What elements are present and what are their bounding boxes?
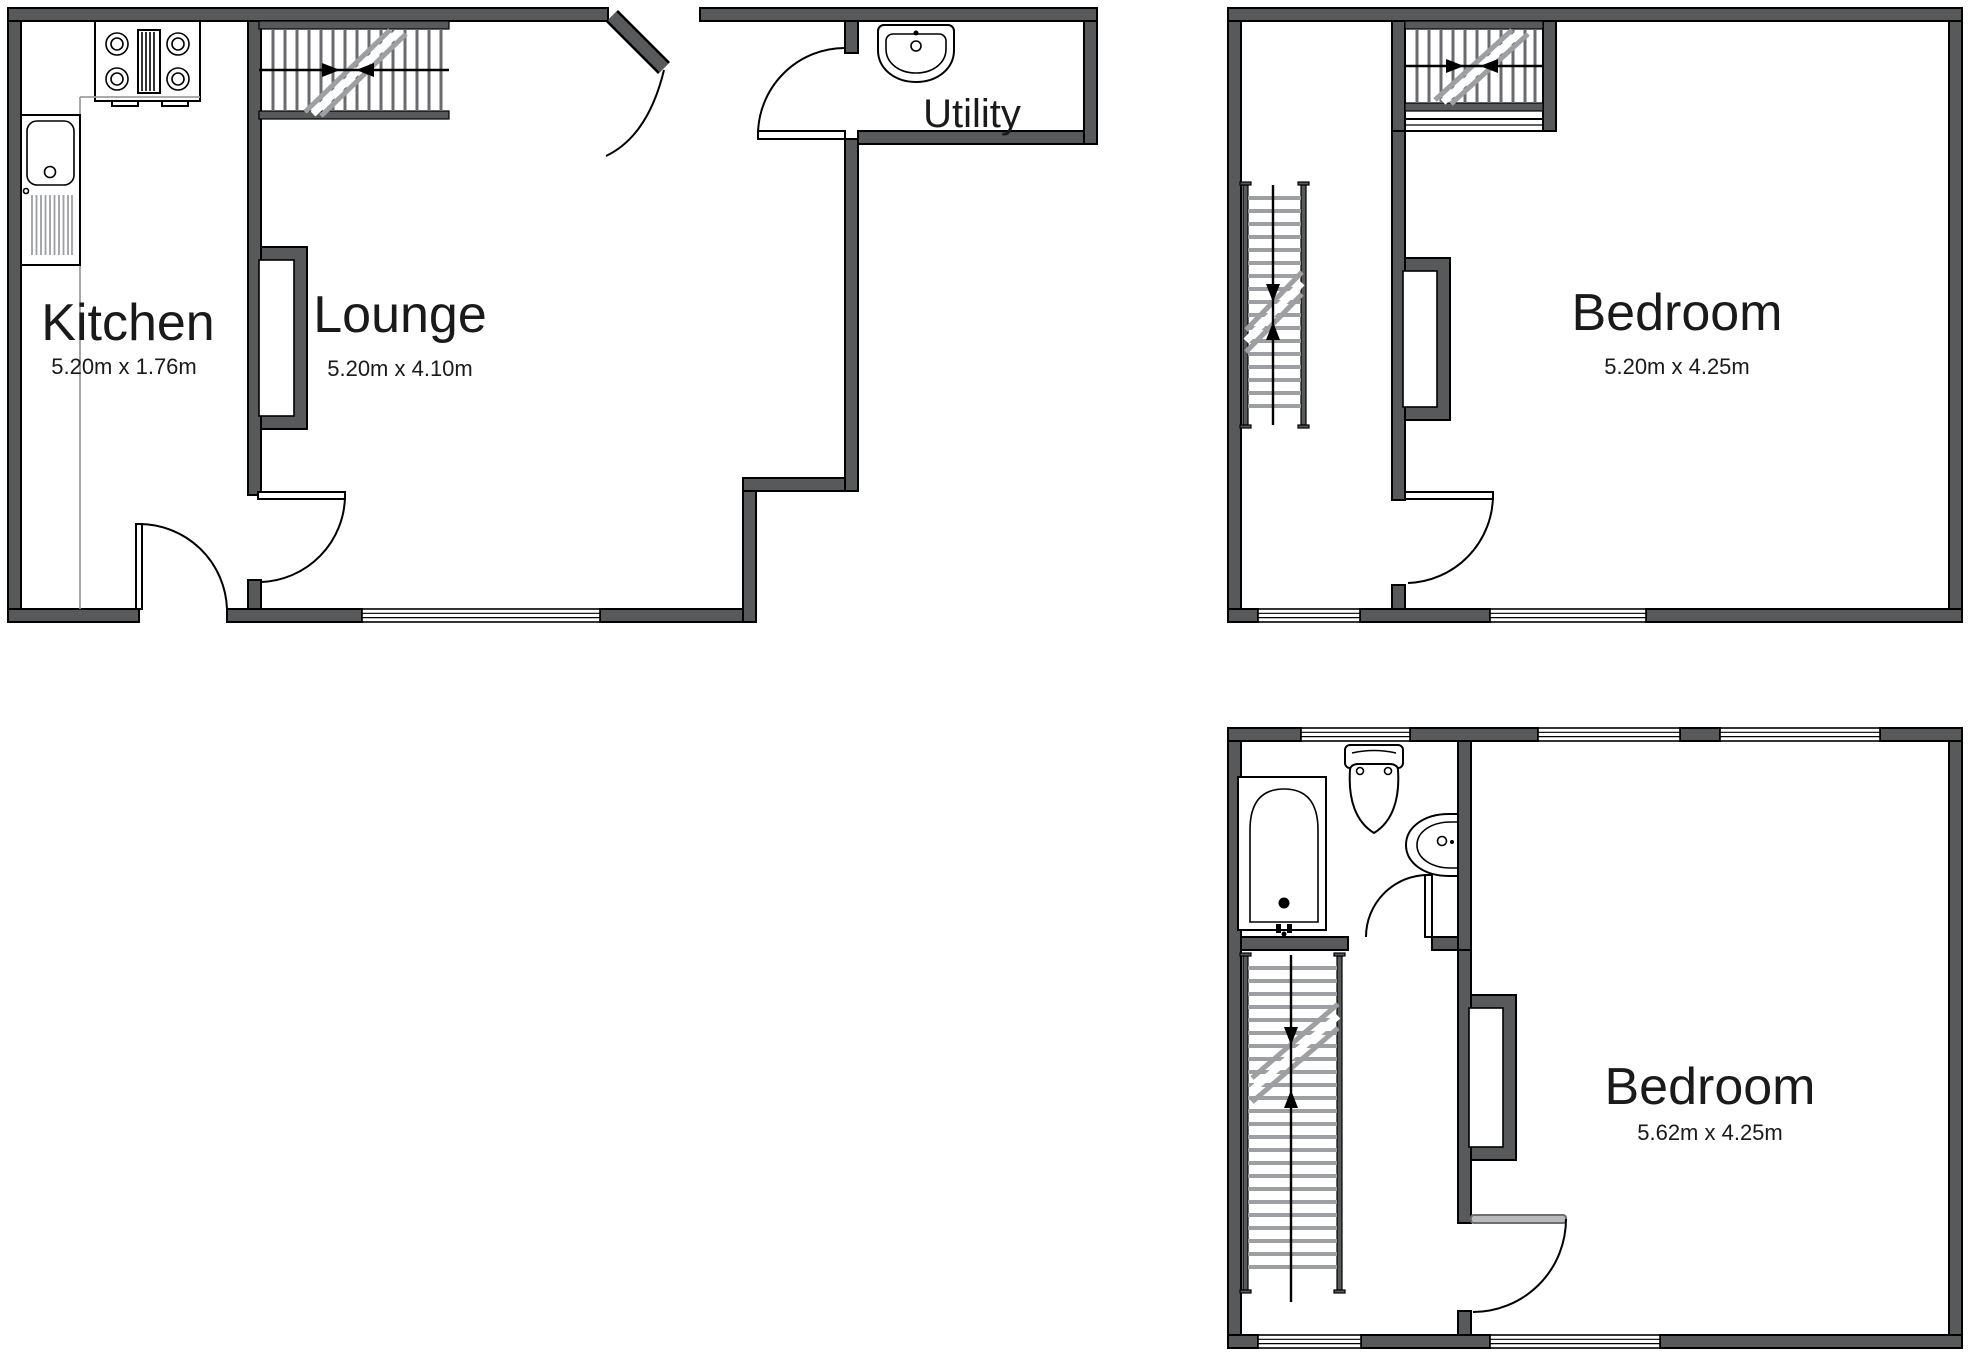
room-label: Lounge [313,286,487,344]
bedroom-door [1470,1214,1567,1313]
walls [1227,727,1963,1349]
room-dims: 5.62m x 4.25m [1637,1120,1783,1145]
stair-direction-arrow [1480,59,1498,73]
chimney-breast [258,246,308,430]
room-label: Utility [923,92,1021,136]
stair-direction-arrow [1266,322,1280,340]
room-label: Bedroom [1605,1058,1816,1116]
chimney-breast [1402,257,1451,421]
stair-direction-arrow [356,63,374,77]
lounge-door [257,491,346,583]
ground-floor-plan: Kitchen 5.20m x 1.76m Lounge 5.20m x 4.1… [7,7,1098,623]
staircase-down [1239,952,1346,1302]
entry-door [605,9,671,157]
bedroom-door [1404,491,1494,584]
staircase [258,20,450,120]
room-label: Kitchen [41,294,214,352]
room-dims: 5.20m x 1.76m [51,354,197,379]
bath-icon [1237,776,1327,937]
stove-icon [94,20,201,107]
stair-direction-arrow [322,63,340,77]
lounge-window [361,608,601,623]
toilet-icon [1344,744,1404,835]
room-dims: 5.20m x 4.25m [1604,354,1750,379]
bathroom-door [1365,874,1433,938]
utility-basin-icon [877,24,955,84]
bedroom-windows [1257,608,1647,623]
utility-door [757,47,846,140]
stair-direction-arrow [1284,1090,1298,1108]
kitchen-sink-icon [20,114,81,266]
windows [1257,727,1881,1349]
staircase-down [1239,181,1310,429]
first-floor-plan: Bedroom 5.20m x 4.25m [1227,7,1963,623]
stair-direction-arrow [1446,59,1464,73]
room-dims: 5.20m x 4.10m [327,356,473,381]
chimney-breast [1468,994,1517,1161]
stair-direction-arrow [1284,1027,1298,1045]
second-floor-plan: Bedroom 5.62m x 4.25m [1227,727,1963,1349]
walls [1227,7,1963,623]
kitchen-door [135,523,228,610]
walls [7,7,1098,623]
stair-direction-arrow [1266,284,1280,302]
staircase-up [1404,20,1544,132]
room-label: Bedroom [1572,284,1783,342]
basin-icon [1404,813,1459,877]
